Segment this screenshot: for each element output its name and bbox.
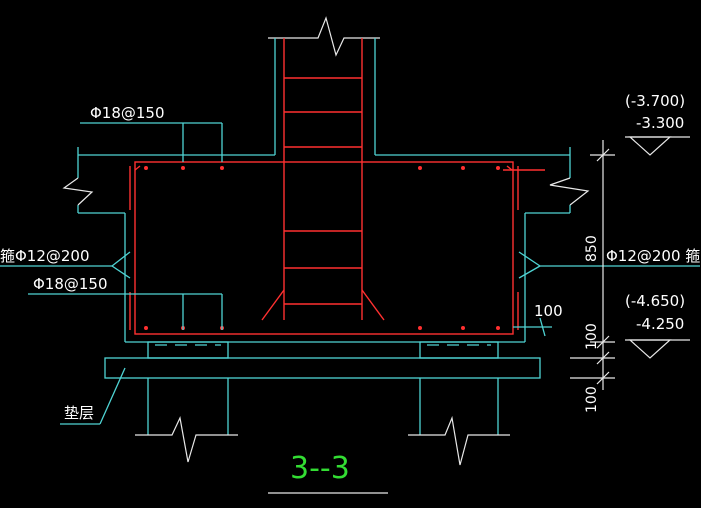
right-stirrup-label: Φ12@200 箍 (606, 247, 700, 265)
leader-lines (0, 122, 700, 425)
lower-elevation-bracket: (-4.650) (625, 292, 685, 310)
beam-outline (124, 213, 526, 343)
left-stirrup-label: 箍Φ12@200 (0, 247, 90, 265)
cushion-label: 垫层 (64, 404, 94, 422)
upper-elevation: -3.300 (636, 114, 684, 132)
floor-slab-lines (62, 147, 590, 214)
bottom-rebar-label: Φ18@150 (33, 275, 108, 293)
cushion-upper-dimension: 100 (584, 323, 600, 350)
piles (135, 378, 510, 466)
upper-elevation-bracket: (-3.700) (625, 92, 685, 110)
cushion-lower-dimension: 100 (584, 386, 600, 413)
cover-dimension: 100 (534, 302, 563, 320)
column-outline (268, 16, 380, 155)
column-rebar (261, 38, 385, 321)
lower-elevation: -4.250 (636, 315, 684, 333)
top-rebar-label: Φ18@150 (90, 104, 165, 122)
section-title: 3--3 (290, 451, 350, 486)
dimension-lines (570, 136, 690, 390)
beam-rebar (129, 161, 545, 335)
cushion-layer (104, 341, 541, 379)
height-dimension: 850 (584, 235, 600, 262)
